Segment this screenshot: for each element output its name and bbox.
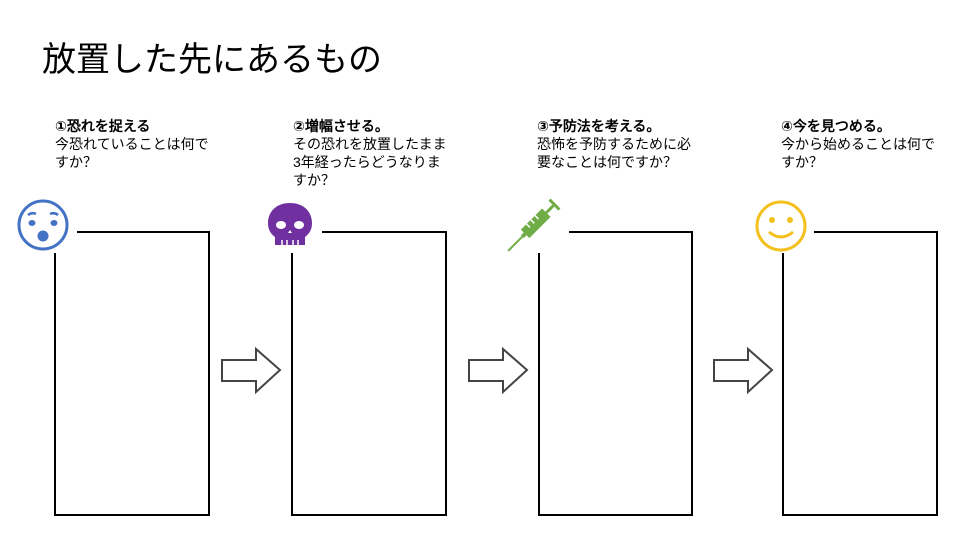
answer-box-1[interactable] [54,231,210,516]
step-heading: ③予防法を考える。 [537,118,661,134]
step-1: ①恐れを捉える 今恐れていることは何ですか？ [55,117,215,171]
page-title: 放置した先にあるもの [42,41,382,79]
step-question: 今恐れていることは何ですか？ [55,136,209,170]
step-heading: ②増幅させる。 [293,118,389,134]
step-heading: ①恐れを捉える [55,118,151,134]
surprised-face-icon [17,199,69,251]
step-heading: ④今を見つめる。 [781,118,891,134]
step-2: ②増幅させる。 その恐れを放置したまま3年経ったらどうなりますか？ [293,117,453,189]
step-question: 恐怖を予防するために必要なことは何ですか？ [537,136,691,170]
smiley-face-icon [755,200,807,252]
step-question: その恐れを放置したまま3年経ったらどうなりますか？ [293,136,447,188]
arrow-right-icon [468,346,529,395]
answer-box-2[interactable] [291,231,447,516]
skull-icon [268,203,312,245]
arrow-right-icon [713,346,774,395]
answer-box-4[interactable] [782,231,938,516]
arrow-right-icon [221,346,282,395]
syringe-icon [507,198,561,252]
answer-box-3[interactable] [538,231,693,516]
step-4: ④今を見つめる。 今から始めることは何ですか？ [781,117,941,171]
step-question: 今から始めることは何ですか？ [781,136,935,170]
step-3: ③予防法を考える。 恐怖を予防するために必要なことは何ですか？ [537,117,697,171]
